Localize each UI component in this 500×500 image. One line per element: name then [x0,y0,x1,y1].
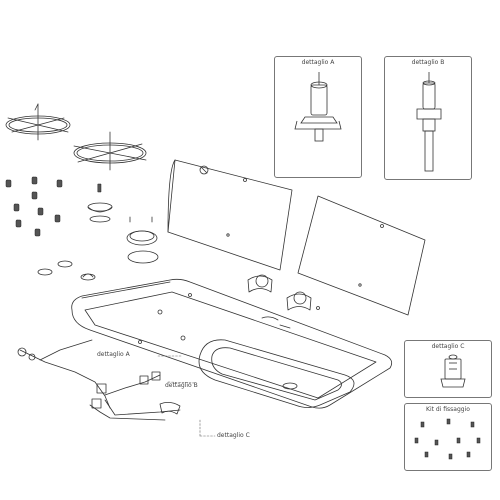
gas-rings [37,260,96,281]
callout-dettaglio-a: dettaglio A [97,351,130,358]
callout-leaders [157,355,216,437]
knobs-and-screws [5,176,102,237]
callout-dettaglio-b: dettaglio B [165,382,198,389]
pan-support-1 [5,103,71,141]
detail-box-b: dettaglio B [384,56,472,180]
thermocouple-drawing-a [294,72,342,142]
callout-dettaglio-c: dettaglio C [217,432,250,439]
detail-box-c: dettaglio C [404,340,492,398]
detail-box-a: dettaglio A [274,56,362,178]
hob-sink-body [71,278,393,409]
detail-box-fixing-kit: Kit di fissaggio [404,403,492,471]
burner-parts [87,202,159,264]
detail-box-a-title: dettaglio A [301,59,335,66]
valve-drawing-c [440,354,466,388]
detail-box-c-title: dettaglio C [431,343,465,350]
fixing-kit-drawing [414,418,481,460]
lid-hinges [247,274,320,311]
gas-pipes [17,339,181,421]
ignition-electrode-drawing-b [416,72,442,172]
pan-support-2 [73,131,147,171]
detail-box-b-title: dettaglio B [411,59,445,66]
glass-lid-left [167,159,293,271]
glass-lid-right [297,195,426,316]
fixing-kit-title: Kit di fissaggio [426,406,470,413]
